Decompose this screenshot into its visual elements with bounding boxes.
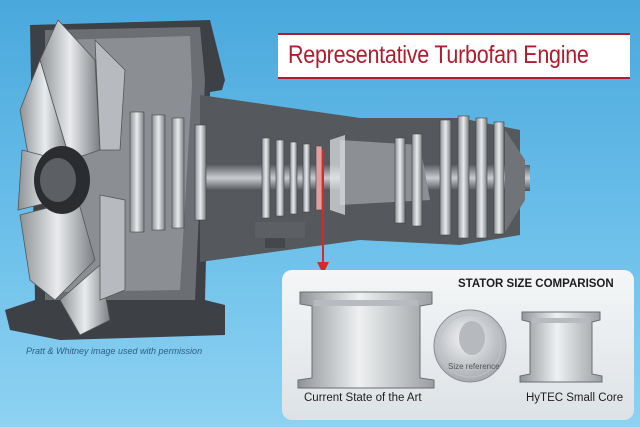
comparison-heading: STATOR SIZE COMPARISON bbox=[458, 278, 614, 290]
title-banner: Representative Turbofan Engine bbox=[278, 33, 630, 79]
page-title: Representative Turbofan Engine bbox=[288, 41, 589, 69]
stator-comparison-panel: STATOR SIZE COMPARISON Size reference Cu… bbox=[282, 270, 634, 420]
turbine-stages bbox=[394, 115, 525, 239]
image-credit: Pratt & Whitney image used with permissi… bbox=[26, 346, 203, 356]
dime-coin bbox=[433, 309, 507, 383]
size-reference-label: Size reference bbox=[448, 362, 500, 371]
compressor-stages bbox=[129, 111, 323, 233]
hytec-stator-part bbox=[519, 311, 603, 383]
stator-graphics bbox=[297, 291, 603, 389]
accessory-gearbox bbox=[255, 222, 305, 248]
current-stator-part bbox=[297, 291, 435, 389]
callout-arrow bbox=[317, 150, 329, 274]
current-stator-label: Current State of the Art bbox=[304, 392, 422, 404]
hytec-stator-label: HyTEC Small Core bbox=[526, 392, 624, 404]
fan-blades bbox=[17, 19, 126, 336]
